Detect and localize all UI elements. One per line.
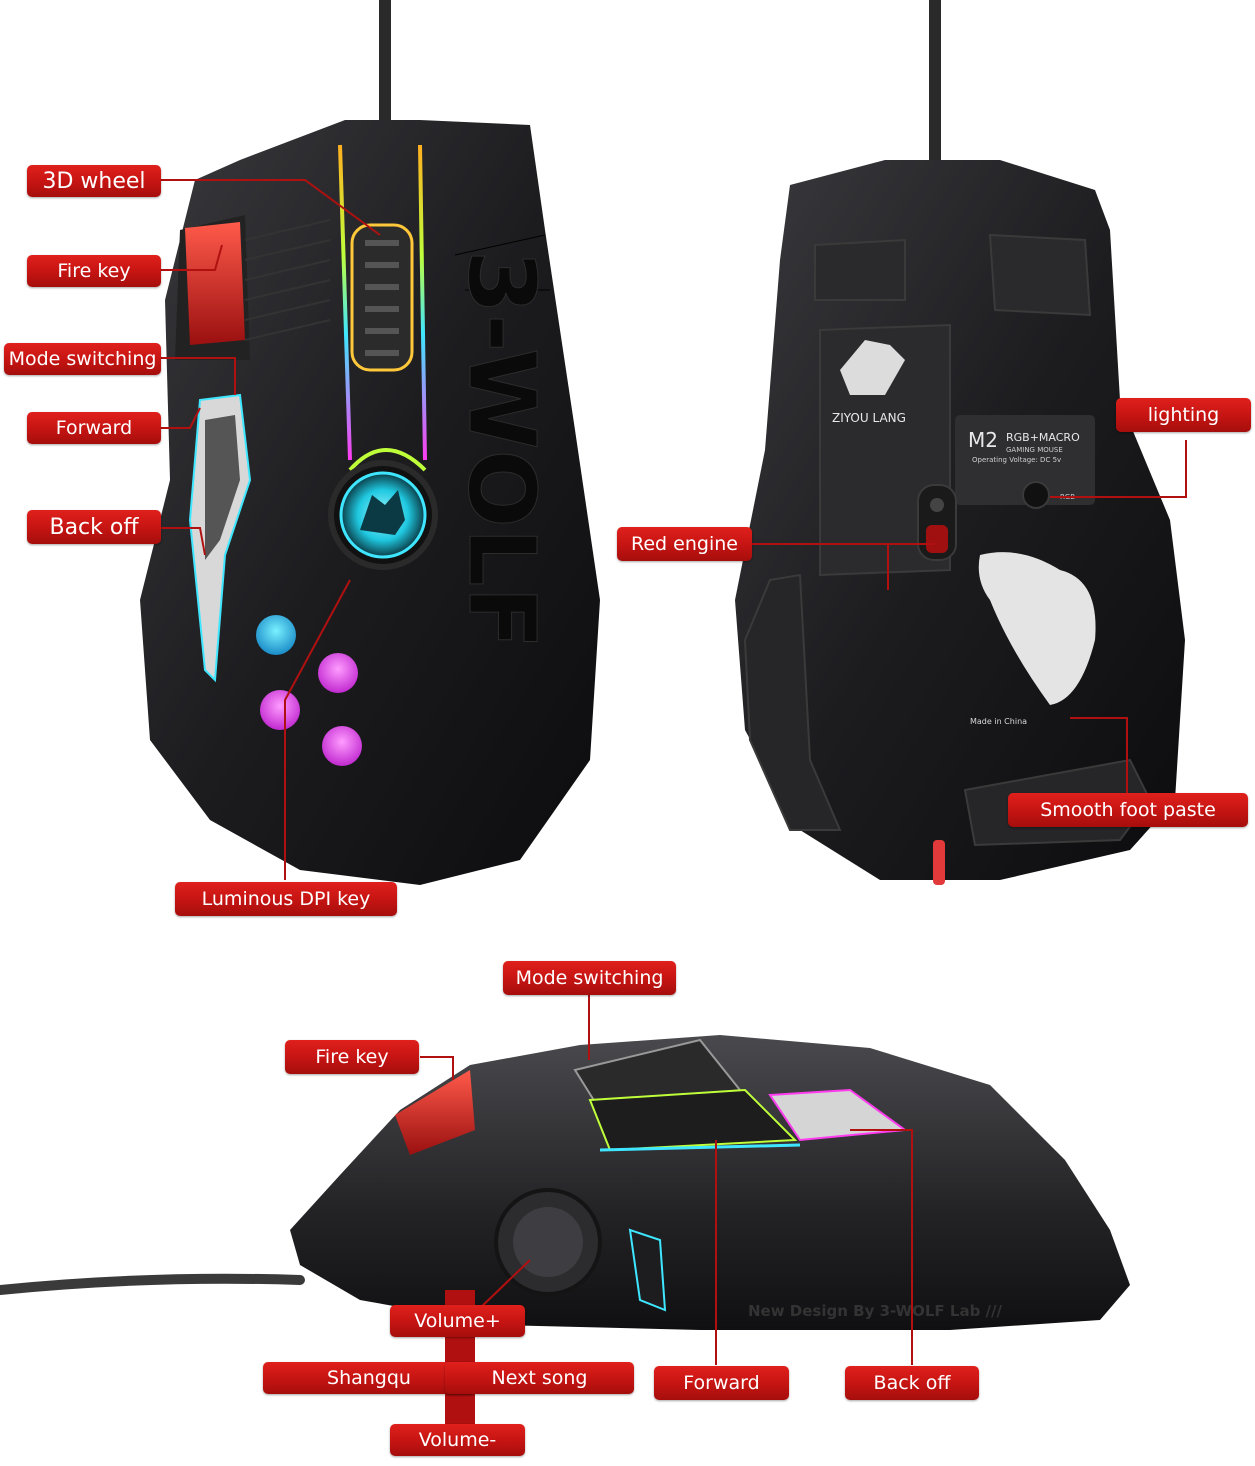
callout-mode-switching: Mode switching <box>4 343 161 375</box>
callout-back-off: Back off <box>27 510 161 544</box>
callout-smooth-foot-paste: Smooth foot paste <box>1008 793 1248 827</box>
side-brand-text: New Design By 3-WOLF Lab /// <box>748 1302 1002 1320</box>
callout-back-off: Back off <box>845 1366 979 1400</box>
top-view-mouse: 3-WOLF <box>140 0 600 885</box>
callout-shangqu: Shangqu <box>263 1362 475 1394</box>
svg-text:RGB+MACRO: RGB+MACRO <box>1006 431 1080 444</box>
callout-volume-down: Volume- <box>390 1424 525 1456</box>
callout-forward: Forward <box>27 412 161 444</box>
callout-leaders <box>160 179 1187 1365</box>
svg-text:ZIYOU LANG: ZIYOU LANG <box>832 411 906 425</box>
svg-text:GAMING MOUSE: GAMING MOUSE <box>1006 446 1063 454</box>
callout-luminous-dpi-key: Luminous DPI key <box>175 882 397 916</box>
wolf-logo-icon <box>840 340 905 395</box>
callout-red-engine: Red engine <box>617 527 752 561</box>
callout-mode-switching: Mode switching <box>503 961 676 995</box>
callout-3d-wheel: 3D wheel <box>27 165 161 197</box>
side-button-icon <box>260 690 300 730</box>
svg-text:Operating Voltage: DC 5v: Operating Voltage: DC 5v <box>972 456 1061 464</box>
callout-volume-up: Volume+ <box>390 1305 525 1337</box>
wolf-logo-icon <box>360 490 405 535</box>
side-view-mouse: New Design By 3-WOLF Lab /// <box>0 1035 1130 1330</box>
bottom-view-mouse: M2 RGB+MACRO GAMING MOUSE Operating Volt… <box>735 0 1185 885</box>
shell-logo-text: 3-WOLF <box>448 250 555 649</box>
svg-text:M2: M2 <box>968 428 998 452</box>
callout-fire-key: Fire key <box>285 1040 419 1074</box>
side-button-icon <box>318 653 358 693</box>
side-button-icon <box>256 615 296 655</box>
callout-fire-key: Fire key <box>27 255 161 287</box>
side-button-icon <box>322 726 362 766</box>
wolf-graphic-icon <box>978 552 1096 705</box>
rgb-button <box>1022 481 1050 509</box>
callout-forward: Forward <box>654 1366 789 1400</box>
callout-next-song: Next song <box>445 1362 634 1394</box>
callout-lighting: lighting <box>1116 398 1251 432</box>
svg-text:Made in China: Made in China <box>970 717 1027 726</box>
